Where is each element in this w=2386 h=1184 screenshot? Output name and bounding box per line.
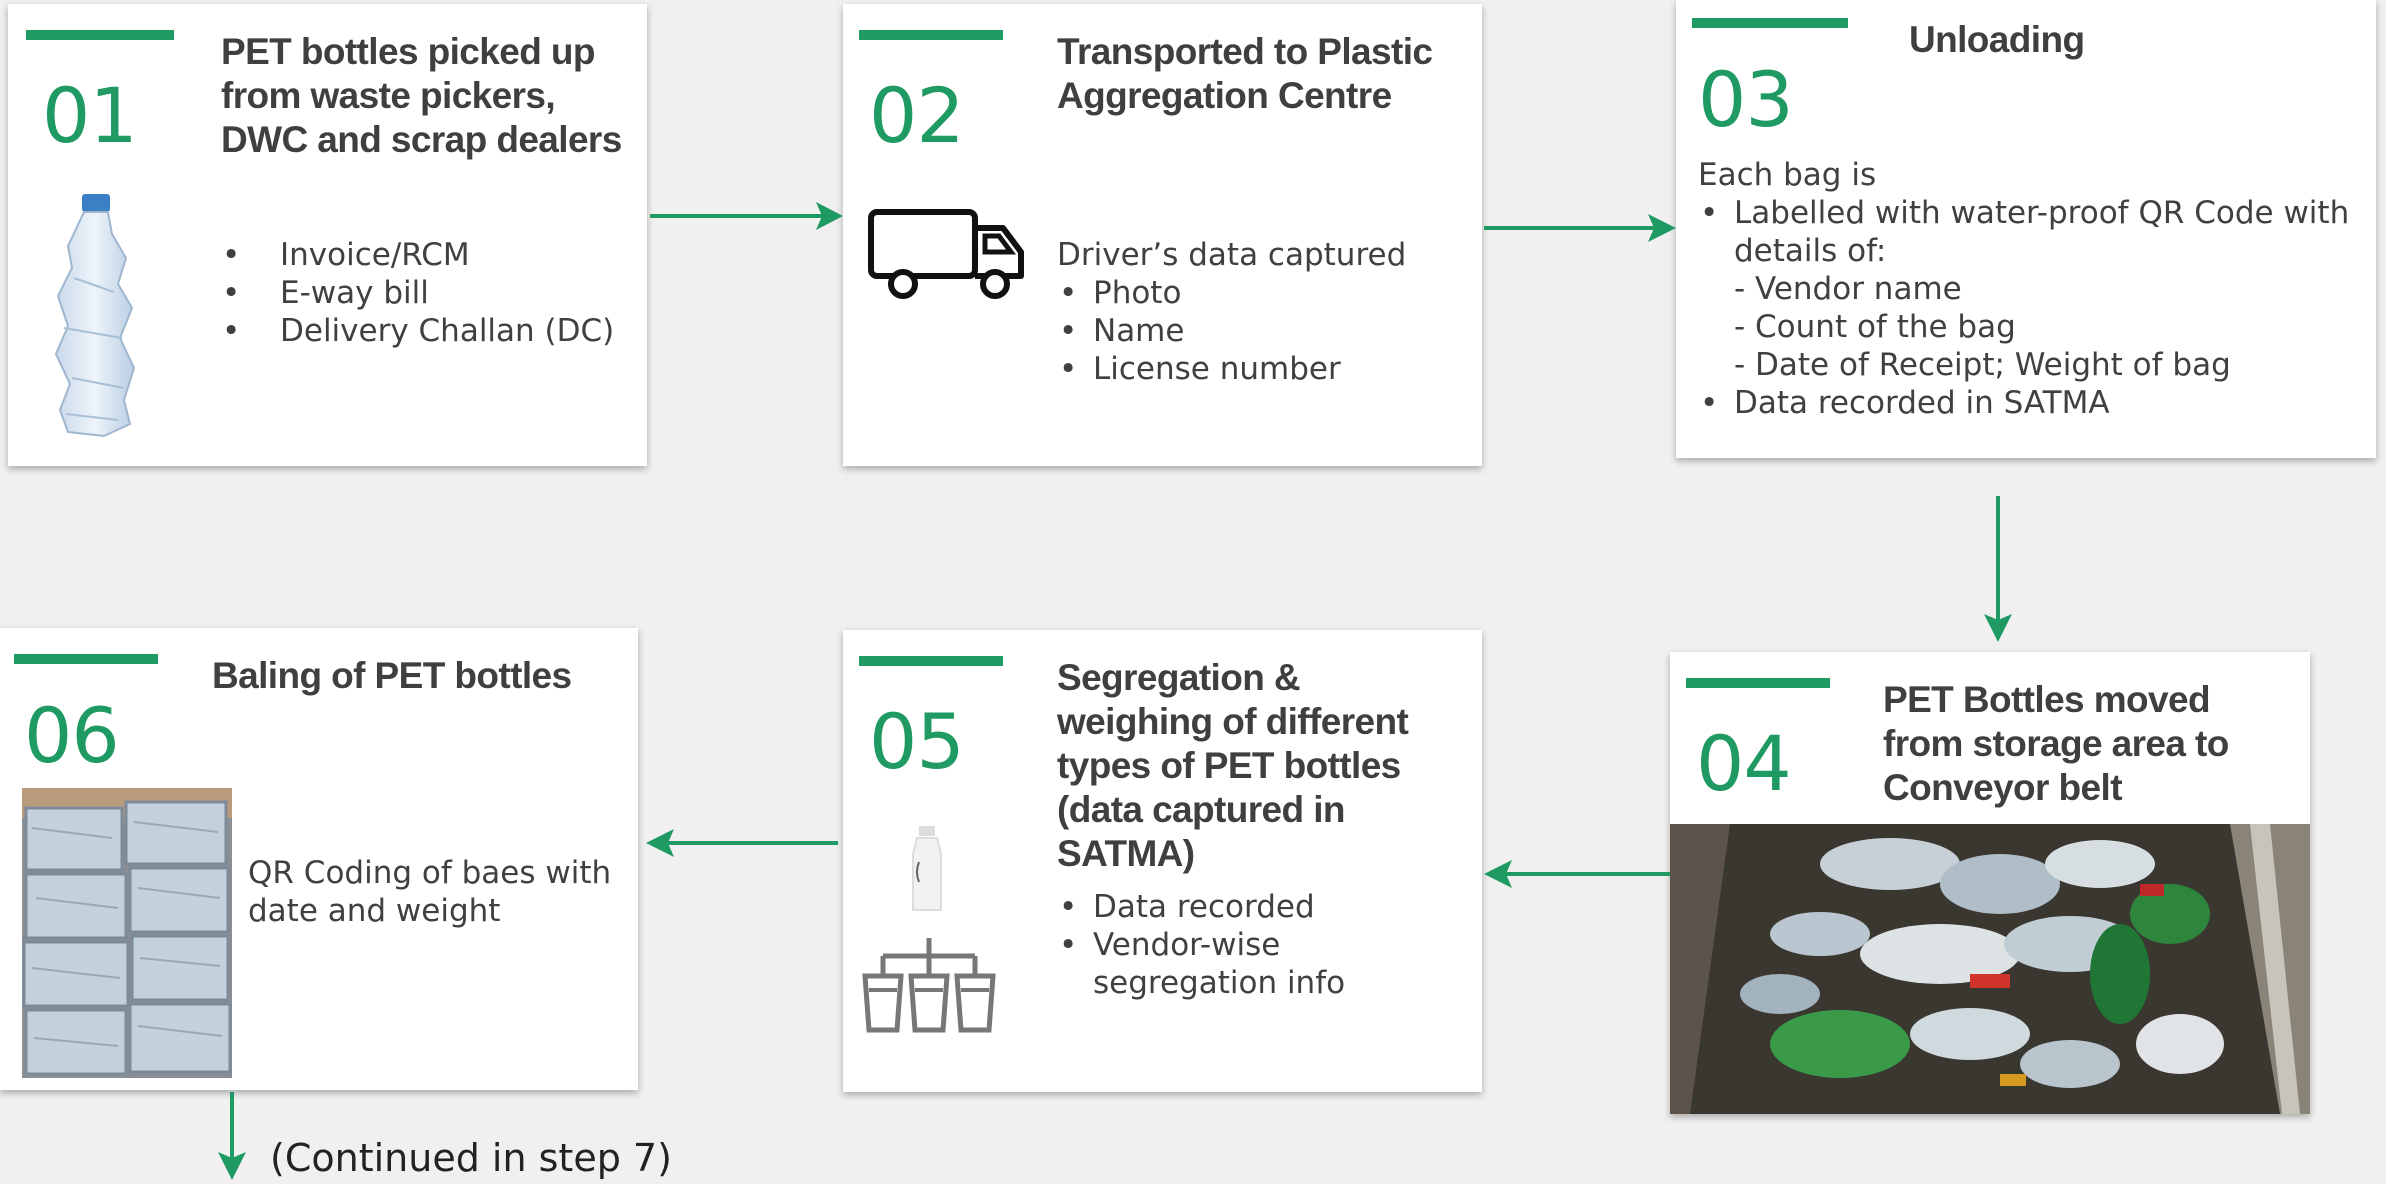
step-03-number: 03 [1698, 55, 1794, 144]
step-02-title: Transported to Plastic Aggregation Centr… [1057, 31, 1433, 116]
step-06-card: Baling of PET bottles 06 QR Coding of ba… [0, 628, 638, 1090]
crushed-pet-bottle-image [54, 194, 136, 438]
step-02-number: 02 [869, 71, 965, 160]
step-04-card: 04 PET Bottles moved from storage area t… [1670, 652, 2310, 1114]
segregation-bins-icon [862, 826, 996, 1033]
step-02-accent-bar [859, 30, 1003, 40]
step-03-title: Unloading [1909, 19, 2085, 60]
list-item: License number [1057, 350, 1457, 388]
step-03-qr-label-text: Labelled with water-proof QR Code with d… [1734, 195, 2350, 269]
step-01-accent-bar [26, 30, 174, 40]
step-06-accent-bar [14, 654, 158, 664]
step-06-description: QR Coding of baes with date and weight [248, 855, 612, 929]
step-03-detail-vendor: - Vendor name [1734, 271, 1962, 307]
step-05-data-list: Data recorded Vendor-wise segregation in… [1057, 888, 1367, 1002]
list-item: Labelled with water-proof QR Code with d… [1698, 194, 2368, 384]
list-item: E-way bill [220, 274, 640, 312]
step-04-title: PET Bottles moved from storage area to C… [1883, 679, 2229, 808]
step-03-card: Unloading 03 Each bag is Labelled with w… [1676, 0, 2376, 458]
step-02-card: 02 Transported to Plastic Aggregation Ce… [843, 4, 1482, 466]
pet-bales-photo [22, 788, 232, 1078]
step-03-labelling-list: Labelled with water-proof QR Code with d… [1698, 194, 2368, 422]
step-01-title: PET bottles picked up from waste pickers… [221, 31, 622, 160]
step-03-intro: Each bag is [1698, 157, 1877, 193]
step-05-card: 05 Segregation & weighing of different t… [843, 630, 1482, 1092]
list-item: Data recorded in SATMA [1698, 384, 2368, 422]
continued-label: (Continued in step 7) [270, 1136, 672, 1180]
list-item: Delivery Challan (DC) [220, 312, 640, 350]
list-item: Photo [1057, 274, 1457, 312]
step-05-title: Segregation & weighing of different type… [1057, 657, 1409, 874]
list-item: Name [1057, 312, 1457, 350]
list-item: Invoice/RCM [220, 236, 640, 274]
list-item: Data recorded [1057, 888, 1367, 926]
step-03-detail-date-weight: - Date of Receipt; Weight of bag [1734, 347, 2231, 383]
conveyor-belt-photo [1670, 824, 2310, 1114]
step-03-detail-count: - Count of the bag [1734, 309, 2016, 345]
step-06-title: Baling of PET bottles [212, 655, 572, 696]
step-02-intro: Driver’s data captured [1057, 237, 1407, 273]
step-04-accent-bar [1686, 678, 1830, 688]
step-05-accent-bar [859, 656, 1003, 666]
truck-icon [868, 209, 1024, 299]
step-01-number: 01 [42, 71, 138, 160]
step-05-number: 05 [869, 697, 965, 786]
step-01-documents-list: Invoice/RCM E-way bill Delivery Challan … [220, 236, 640, 350]
list-item: Vendor-wise segregation info [1057, 926, 1367, 1002]
step-06-number: 06 [24, 691, 120, 780]
step-02-driver-data-list: Photo Name License number [1057, 274, 1457, 388]
step-01-card: 01 PET bottles picked up from waste pick… [8, 4, 647, 466]
step-04-number: 04 [1696, 719, 1792, 808]
step-03-accent-bar [1692, 18, 1848, 28]
